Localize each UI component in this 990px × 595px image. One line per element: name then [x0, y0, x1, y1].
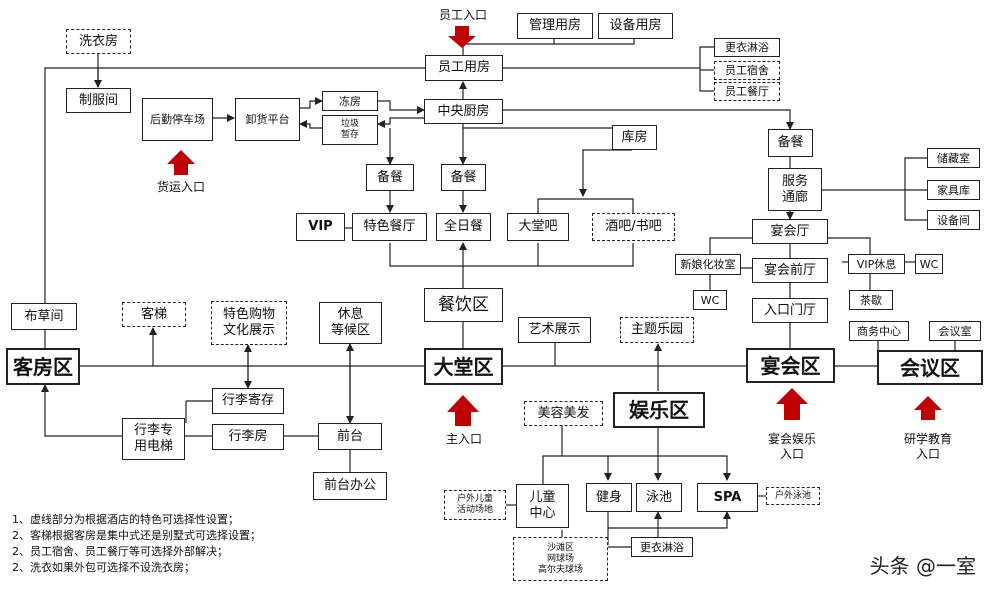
staff-rooms-node: 员工用房 — [425, 55, 503, 81]
luggage-storage-node: 行李寄存 — [212, 388, 284, 414]
guestroom-zone-node: 客房区 — [6, 348, 80, 385]
banquet-entrance-label: 宴会娱乐 入口 — [767, 432, 816, 461]
front-desk-node: 前台 — [318, 423, 382, 450]
equipment-room-node: 设备间 — [927, 210, 980, 230]
vip-room-node: VIP — [296, 213, 345, 241]
business-center-node: 商务中心 — [849, 321, 909, 341]
logistics-parking-node: 后勤停车场 — [142, 98, 213, 141]
luggage-room-node: 行李房 — [212, 424, 284, 450]
cargo-entrance-label: 货运入口 — [156, 180, 205, 194]
banquet-foyer-node: 宴会前厅 — [752, 258, 828, 283]
wc-node-1: WC — [915, 254, 943, 274]
note-line: 2、客梯根据客房是集中式还是别墅式可选择设置； — [12, 529, 261, 542]
outdoor-pool-node: 户外泳池 — [766, 487, 820, 505]
education-entrance-label: 研学教育 入口 — [903, 432, 952, 461]
wc-node-2: WC — [693, 290, 727, 310]
central-kitchen-node: 中央厨房 — [424, 99, 503, 124]
prep-node-1: 备餐 — [366, 164, 414, 191]
front-office-node: 前台办公 — [313, 472, 387, 500]
note-line: 2、洗衣如果外包可选择不设洗衣房； — [12, 561, 195, 574]
entry-arrows — [167, 26, 942, 426]
beauty-salon-node: 美容美发 — [524, 401, 603, 426]
lobby-bar-node: 大堂吧 — [507, 213, 569, 241]
locker-shower-node-2: 更衣淋浴 — [631, 537, 693, 557]
staff-entrance-label: 员工入口 — [438, 8, 487, 22]
management-rooms-node: 管理用房 — [517, 13, 593, 39]
meeting-room-node: 会议室 — [929, 321, 981, 341]
theme-park-node: 主题乐园 — [620, 317, 694, 343]
watermark: 头条 @一室 — [869, 554, 976, 578]
note-line: 1、虚线部分为根据酒店的特色可选择性设置； — [12, 513, 239, 526]
art-display-node: 艺术展示 — [518, 317, 591, 343]
locker-shower-node: 更衣淋浴 — [714, 38, 780, 57]
kids-center-node: 儿童 中心 — [516, 484, 569, 528]
warehouse-node: 库房 — [612, 125, 657, 150]
storage-room-node: 储藏室 — [927, 148, 980, 168]
shopping-culture-node: 特色购物 文化展示 — [211, 301, 287, 345]
prep-node-2: 备餐 — [441, 164, 486, 191]
banquet-hall-node: 宴会厅 — [752, 219, 828, 244]
pool-node: 泳池 — [636, 483, 682, 512]
lobby-zone-node: 大堂区 — [424, 348, 503, 385]
rest-waiting-area-node: 休息 等候区 — [319, 302, 382, 344]
all-day-dining-node: 全日餐 — [436, 213, 491, 241]
guest-lift-node: 客梯 — [122, 302, 186, 327]
spa-node: SPA — [697, 483, 758, 512]
laundry-node: 洗衣房 — [66, 29, 131, 54]
service-corridor-node: 服务 通廊 — [768, 168, 822, 211]
gym-node: 健身 — [586, 483, 632, 512]
equipment-rooms-node: 设备用房 — [598, 13, 673, 39]
notes: 1、虚线部分为根据酒店的特色可选择性设置； 2、客梯根据客房是集中式还是别墅式可… — [12, 512, 261, 576]
luggage-lift-node: 行李专 用电梯 — [122, 418, 185, 460]
unloading-platform-node: 卸货平台 — [235, 98, 300, 141]
banquet-zone-node: 宴会区 — [746, 348, 835, 383]
linen-room-node: 布草间 — [11, 303, 77, 330]
cold-room-node: 冻房 — [322, 91, 378, 111]
entertainment-zone-node: 娱乐区 — [613, 392, 705, 428]
note-line: 2、员工宿舍、员工餐厅等可选择外部解决； — [12, 545, 228, 558]
main-entrance-label: 主入口 — [445, 432, 482, 446]
uniform-room-node: 制服间 — [66, 88, 131, 113]
wine-book-bar-node: 酒吧/书吧 — [592, 213, 675, 241]
bridal-room-node: 新娘化妆室 — [675, 254, 741, 275]
conference-zone-node: 会议区 — [877, 350, 983, 385]
banquet-prep-node: 备餐 — [768, 129, 813, 157]
entrance-hall-node: 入口门厅 — [752, 298, 828, 323]
tea-break-node: 茶歇 — [849, 290, 893, 310]
dining-zone-node: 餐饮区 — [424, 288, 503, 322]
specialty-restaurant-node: 特色餐厅 — [352, 213, 427, 241]
sports-area-node: 沙滩区 网球场 高尔夫球场 — [513, 537, 608, 581]
furniture-store-node: 家具库 — [927, 180, 980, 200]
vip-lounge-node: VIP休息 — [848, 254, 905, 274]
staff-dorm-node: 员工宿舍 — [714, 61, 780, 80]
kids-outdoor-area-node: 户外儿童 活动场地 — [444, 490, 506, 520]
staff-canteen-node: 员工餐厅 — [714, 82, 780, 101]
garbage-storage-node: 垃圾 暂存 — [322, 115, 378, 145]
